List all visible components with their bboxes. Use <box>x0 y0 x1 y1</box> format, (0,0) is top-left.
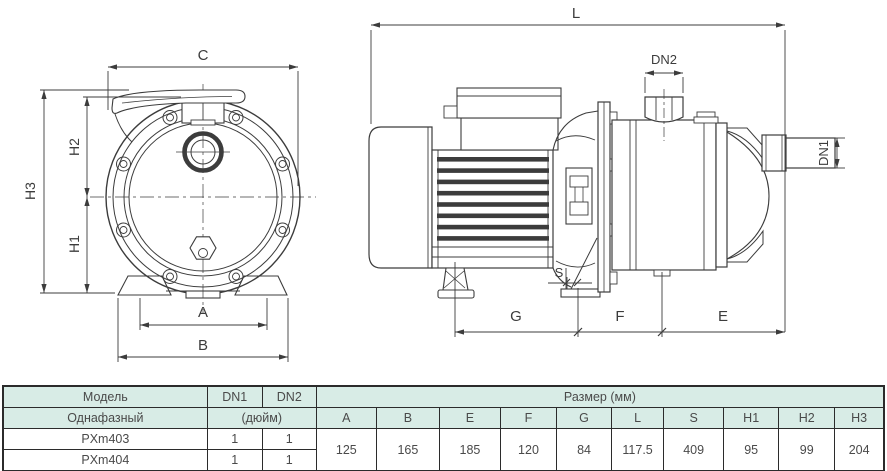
size-header-cell: Размер (мм) <box>315 385 885 408</box>
dim-DN2 <box>644 70 684 93</box>
dim-label-h2: H2 <box>66 138 82 156</box>
dn1-value-cell: 1 <box>206 449 263 471</box>
top-port <box>176 131 230 173</box>
pump-end-cap <box>715 122 728 268</box>
value-b: 165 <box>375 428 440 471</box>
vent-cap <box>693 111 719 124</box>
motor-foot <box>437 267 475 299</box>
dim-A <box>139 298 268 330</box>
spec-table-wrap: Модель DN1 DN2 Размер (мм) Однафазный (д… <box>2 385 885 471</box>
phase-cell: Однафазный <box>2 407 208 429</box>
pump-body <box>611 119 717 277</box>
dn2-port <box>644 89 684 141</box>
side-view <box>368 87 836 299</box>
table-header-row-2: Однафазный (дюйм) A B E F G L S H1 H2 H3 <box>2 407 885 429</box>
pump-feet <box>117 275 288 296</box>
model-name-cell: PXm403 <box>2 428 208 450</box>
dn2-value-cell: 1 <box>261 449 317 471</box>
value-s: 409 <box>663 428 725 471</box>
table-header-row-1: Модель DN1 DN2 Размер (мм) <box>2 385 885 408</box>
col-header-l: L <box>611 407 665 429</box>
pump-bracket <box>552 110 601 298</box>
pump-drawing: C H3 H2 H1 A B <box>22 5 845 362</box>
value-e: 185 <box>438 428 501 471</box>
dim-label-c: C <box>198 47 209 64</box>
col-header-a: A <box>315 407 377 429</box>
bracket-foot <box>560 288 601 298</box>
value-h1: 95 <box>723 428 780 471</box>
terminal-box <box>443 87 562 151</box>
pump-flange-plate <box>597 101 618 293</box>
dim-label-g: G <box>510 308 522 325</box>
dim-label-h3: H3 <box>22 182 38 200</box>
dim-label-a: A <box>198 304 208 321</box>
dn2-value-cell: 1 <box>261 428 317 450</box>
col-header-h1: H1 <box>723 407 780 429</box>
dim-label-l: L <box>572 5 580 22</box>
dim-S <box>548 277 592 289</box>
flange-bolts <box>116 110 290 284</box>
front-view-dimensions: C H3 H2 H1 A B <box>22 47 299 362</box>
dim-label-f: F <box>615 308 624 325</box>
model-header-cell: Модель <box>2 385 208 408</box>
dn1-value-cell: 1 <box>206 428 263 450</box>
dim-label-h1: H1 <box>66 235 82 253</box>
dimension-table: Модель DN1 DN2 Размер (мм) Однафазный (д… <box>2 385 885 471</box>
dim-label-dn1: DN1 <box>816 140 831 166</box>
table-row-pxm404: PXm404 1 1 <box>2 449 884 471</box>
value-a: 125 <box>315 428 377 471</box>
pivot-tab <box>190 119 216 126</box>
table-row-pxm403: PXm403 1 1 125 165 185 120 84 117.5 409 … <box>2 428 885 471</box>
carry-handle <box>111 89 246 143</box>
col-header-b: B <box>375 407 440 429</box>
dim-H3 <box>40 89 129 294</box>
col-header-h3: H3 <box>834 407 885 429</box>
col-header-f: F <box>499 407 558 429</box>
unit-cell: (дюйм) <box>206 407 317 429</box>
col-header-e: E <box>438 407 501 429</box>
value-h2: 99 <box>778 428 836 471</box>
col-header-s: S <box>663 407 725 429</box>
dn1-header-cell: DN1 <box>206 385 263 408</box>
dim-label-s: S <box>555 265 564 280</box>
dim-GFE-chain <box>454 262 785 337</box>
value-f: 120 <box>499 428 558 471</box>
front-view <box>90 84 316 313</box>
dim-C <box>107 64 299 186</box>
dim-label-b: B <box>198 337 208 354</box>
side-view-dimensions: L DN2 DN1 S G F E <box>370 5 845 337</box>
col-header-g: G <box>555 407 613 429</box>
motor-fins <box>437 157 549 241</box>
value-g: 84 <box>555 428 613 471</box>
motor-body <box>431 149 554 269</box>
dim-DN1 <box>834 137 845 169</box>
dim-label-e: E <box>718 308 728 325</box>
dim-label-dn2: DN2 <box>651 52 677 67</box>
col-header-h2: H2 <box>778 407 836 429</box>
value-h3: 204 <box>834 428 885 471</box>
dim-L <box>370 22 786 332</box>
dim-H2 <box>83 96 181 197</box>
dn2-header-cell: DN2 <box>261 385 317 408</box>
model-name-cell: PXm404 <box>2 449 208 471</box>
dn1-outlet <box>761 134 836 172</box>
drain-plug <box>189 236 217 260</box>
fan-cover <box>368 126 433 269</box>
dim-B <box>117 298 289 362</box>
value-l: 117.5 <box>611 428 665 471</box>
